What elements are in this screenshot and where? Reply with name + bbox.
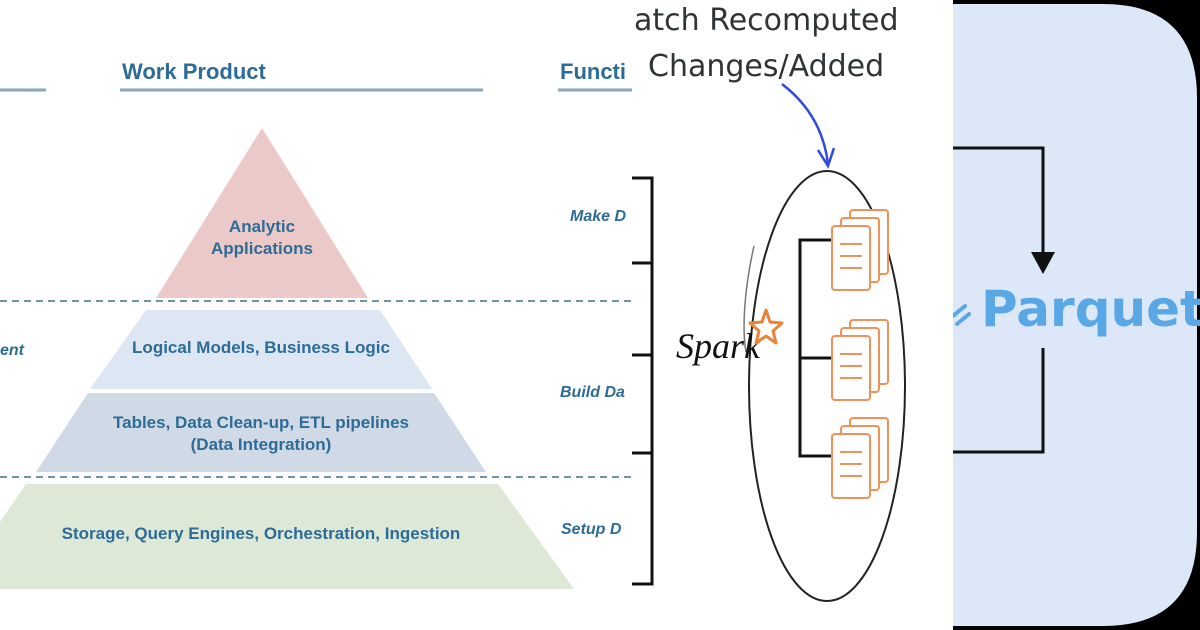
label-tables-line1: Tables, Data Clean-up, ETL pipelines [113, 413, 409, 432]
spark-diagram: atch Recomputed Changes/Added Spark [632, 3, 906, 602]
caption-line2: Changes/Added [648, 49, 884, 84]
pyramid-diagram: Work Product Functi Analytic Application… [0, 59, 632, 589]
parquet-panel: Parquet [953, 0, 1200, 630]
function-setup-label: Setup D [561, 521, 622, 538]
loop-arrow-head-icon [1031, 252, 1055, 274]
label-storage: Storage, Query Engines, Orchestration, I… [62, 524, 461, 543]
function-make-label: Make D [570, 208, 626, 225]
label-logical-models: Logical Models, Business Logic [132, 338, 390, 357]
label-tables-line2: (Data Integration) [191, 435, 332, 454]
loop-return-line [953, 348, 1045, 454]
file-stack-icon-2 [831, 319, 889, 401]
spark-ellipse [748, 170, 906, 602]
bracket-line [632, 176, 654, 586]
caption-line1: atch Recomputed [634, 3, 899, 38]
parquet-logo-text: Parquet [981, 280, 1200, 338]
pyramid-panel: Work Product Functi Analytic Application… [0, 59, 632, 589]
spark-star-icon [748, 308, 784, 345]
left-edge-label: ent [0, 342, 25, 359]
file-stack-icon-1 [831, 209, 889, 291]
layer-storage [0, 484, 574, 589]
header-work-product: Work Product [122, 59, 267, 84]
layer-logical-models [90, 310, 432, 389]
arrow-head-icon [816, 147, 836, 169]
function-build-label: Build Da [560, 384, 625, 401]
file-stack-icon-3 [831, 417, 889, 499]
loop-arrow-line [953, 146, 1045, 262]
tree-connector [798, 238, 834, 458]
layer-analytic-applications [156, 128, 368, 298]
parquet-mark-icon [953, 304, 971, 326]
header-function: Functi [560, 59, 626, 84]
label-analytic-line2: Applications [211, 239, 313, 258]
curved-arrow [781, 83, 830, 165]
ellipse-inner-stroke [743, 245, 755, 353]
parquet-diagram: Parquet [953, 0, 1200, 630]
spark-logo-text: Spark [676, 326, 761, 366]
spark-panel: atch Recomputed Changes/Added Spark [632, 0, 953, 630]
label-analytic-line1: Analytic [229, 217, 295, 236]
layer-tables [36, 393, 486, 472]
parquet-card [953, 4, 1197, 626]
